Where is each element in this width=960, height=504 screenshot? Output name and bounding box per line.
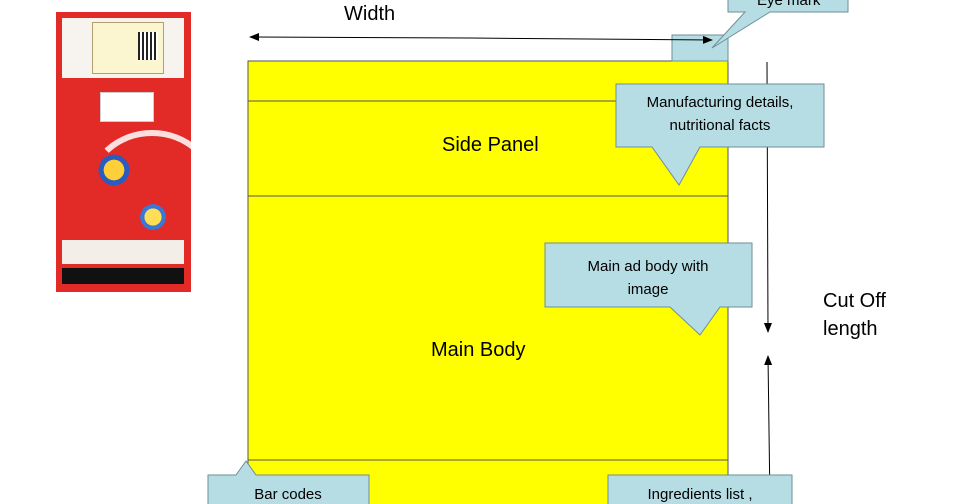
- manufacturing-callout-line1: Manufacturing details,: [647, 94, 794, 111]
- manufacturing-callout: [615, 83, 825, 186]
- ingredients-callout-text: Ingredients list ,: [647, 486, 752, 503]
- eye-mark-callout-text: Eye mark: [757, 0, 821, 9]
- main-body-label: Main Body: [431, 339, 526, 361]
- main-ad-callout-line1: Main ad body with: [588, 258, 709, 275]
- width-label: Width: [344, 3, 395, 25]
- width-arrow: [249, 33, 471, 42]
- thumbnail-black-band: [62, 268, 184, 284]
- cut-off-label-line2: length: [823, 318, 878, 340]
- cut-off-label-line1: Cut Off: [823, 290, 886, 312]
- bar-codes-callout: [207, 460, 370, 504]
- side-panel-label: Side Panel: [442, 134, 539, 156]
- thumbnail-mascot-icon-2: [138, 202, 168, 232]
- thumbnail-mascot-icon: [96, 152, 132, 188]
- bar-codes-callout-text: Bar codes: [254, 486, 322, 503]
- eye-mark-callout: [711, 0, 849, 49]
- pack-thumbnail: [56, 12, 191, 292]
- thumbnail-swirl: [86, 130, 191, 252]
- thumbnail-barcode-icon: [138, 32, 158, 60]
- main-ad-callout-line2: image: [628, 281, 669, 298]
- main-ad-callout: [544, 242, 753, 336]
- eye-mark-square: [671, 34, 729, 62]
- manufacturing-callout-line2: nutritional facts: [670, 117, 771, 134]
- ingredients-callout: [607, 474, 793, 504]
- thumbnail-bottom-panel: [62, 240, 184, 264]
- thumbnail-card: [100, 92, 154, 122]
- width-arrow-right: [469, 35, 713, 44]
